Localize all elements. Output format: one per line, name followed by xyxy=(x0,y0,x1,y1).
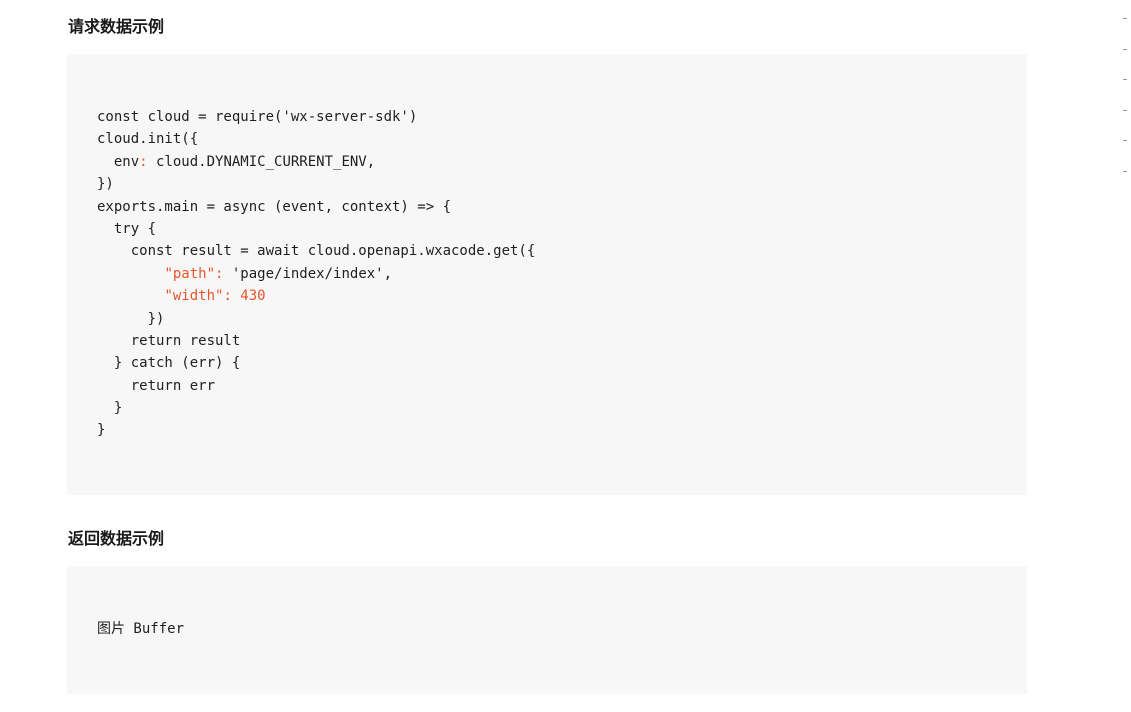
code-line: return result xyxy=(97,330,1027,352)
code-line: "width": 430 xyxy=(97,285,1027,307)
code-token: } xyxy=(97,400,123,417)
code-line: }) xyxy=(97,173,1027,195)
code-line: cloud.init({ xyxy=(97,128,1027,150)
code-line: "path": 'page/index/index', xyxy=(97,263,1027,285)
code-token: }) xyxy=(97,310,165,327)
toc-marker[interactable] xyxy=(1123,48,1127,50)
code-line: const result = await cloud.openapi.wxaco… xyxy=(97,240,1027,262)
code-token: cloud.DYNAMIC_CURRENT_ENV, xyxy=(147,153,376,170)
code-token xyxy=(97,288,164,304)
request-example-title: 请求数据示例 xyxy=(68,17,165,36)
code-token: return result xyxy=(97,332,241,349)
response-example-title: 返回数据示例 xyxy=(68,529,165,548)
code-line: } catch (err) { xyxy=(97,352,1027,374)
code-line: } xyxy=(97,419,1027,441)
toc-marker[interactable] xyxy=(1123,18,1127,19)
code-token xyxy=(97,266,164,282)
toc-marker[interactable] xyxy=(1123,170,1127,172)
code-line: } xyxy=(97,397,1027,419)
code-token: 图片 Buffer xyxy=(97,621,185,637)
toc-marker[interactable] xyxy=(1123,109,1127,111)
code-token-key: : xyxy=(139,153,148,170)
code-line: env: cloud.DYNAMIC_CURRENT_ENV, xyxy=(97,151,1027,173)
code-line: return err xyxy=(97,375,1027,397)
code-line: 图片 Buffer xyxy=(97,618,1027,640)
code-token: env xyxy=(97,153,140,170)
toc-marker[interactable] xyxy=(1123,79,1127,81)
code-token: try { xyxy=(97,220,157,237)
code-line: try { xyxy=(97,218,1027,240)
code-token-key: "path": xyxy=(164,265,224,282)
response-code-block[interactable]: 图片 Buffer xyxy=(67,566,1027,694)
code-token: exports.main = async (event, context) =>… xyxy=(97,198,452,215)
code-token: const cloud = require('wx-server-sdk') xyxy=(97,109,418,125)
code-token-key: "width": 430 xyxy=(164,288,266,305)
code-line: const cloud = require('wx-server-sdk') xyxy=(97,106,1027,128)
request-code-block[interactable]: const cloud = require('wx-server-sdk') cl… xyxy=(67,54,1027,495)
code-token: 'page/index/index', xyxy=(223,265,393,282)
code-token: } xyxy=(97,422,106,439)
code-line: exports.main = async (event, context) =>… xyxy=(97,196,1027,218)
code-line: }) xyxy=(97,308,1027,330)
code-token: return err xyxy=(97,377,216,394)
code-token: const result = await cloud.openapi.wxaco… xyxy=(97,243,536,260)
toc-marker[interactable] xyxy=(1123,140,1127,142)
code-token: }) xyxy=(97,176,114,193)
code-token: cloud.init({ xyxy=(97,131,199,148)
toc-indicator[interactable] xyxy=(1123,18,1127,202)
code-token: } catch (err) { xyxy=(97,355,241,372)
